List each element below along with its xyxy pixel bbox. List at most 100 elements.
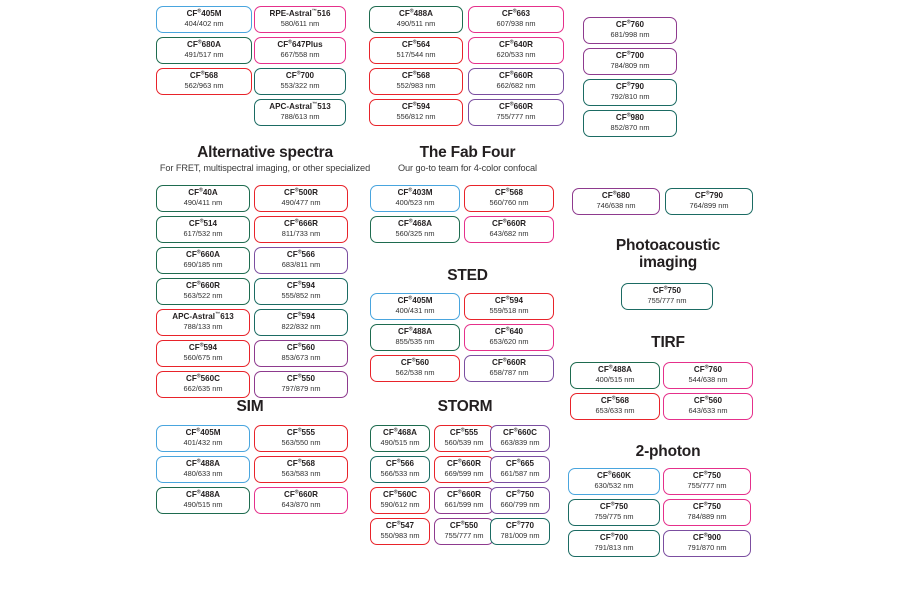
- excitation-emission-wavelengths: 784/889 nm: [687, 512, 727, 522]
- excitation-emission-wavelengths: 560/760 nm: [489, 198, 529, 208]
- trademark-mark: ®: [196, 427, 201, 434]
- fluorophore-name: CF®700: [615, 50, 645, 61]
- trademark-mark: ®: [626, 50, 631, 57]
- trademark-mark: ®: [196, 373, 201, 380]
- excitation-emission-wavelengths: 490/477 nm: [281, 198, 321, 208]
- fluorophore-name: CF®568: [600, 395, 630, 406]
- trademark-mark: ™: [311, 8, 317, 15]
- fluorophore-name: CF®564: [401, 39, 431, 50]
- excitation-emission-wavelengths: 566/533 nm: [380, 469, 420, 479]
- excitation-emission-wavelengths: 811/733 nm: [281, 229, 321, 239]
- trademark-mark: ®: [200, 70, 205, 77]
- trademark-mark: ®: [412, 101, 417, 108]
- excitation-emission-wavelengths: 550/983 nm: [380, 531, 420, 541]
- fluorophore-name: CF®594: [494, 295, 524, 306]
- trademark-mark: ®: [196, 280, 201, 287]
- excitation-emission-wavelengths: 791/870 nm: [687, 543, 727, 553]
- fluorophore-name: CF®405M: [397, 295, 433, 306]
- excitation-emission-wavelengths: 559/518 nm: [489, 306, 529, 316]
- section-header-tirf: TIRF: [588, 334, 748, 351]
- trademark-mark: ®: [297, 280, 302, 287]
- excitation-emission-wavelengths: 562/963 nm: [184, 81, 224, 91]
- fluorophore-name: CF®468A: [398, 218, 432, 229]
- fluorophore-name: CF®660K: [597, 470, 631, 481]
